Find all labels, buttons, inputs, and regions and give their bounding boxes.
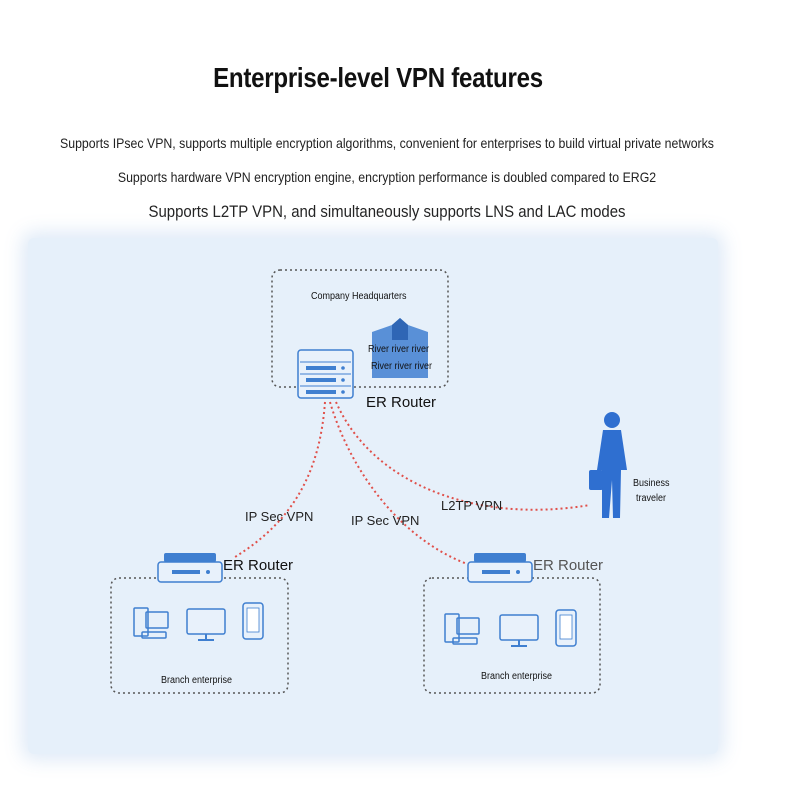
branch-right-monitor-icon: [499, 614, 539, 647]
ipsec-vpn-right-label: IP Sec VPN: [351, 513, 420, 528]
branch-left-phone-icon: [242, 602, 264, 640]
branch-right-router-label: ER Router: [533, 557, 604, 574]
ipsec-vpn-left-label: IP Sec VPN: [245, 509, 314, 524]
branch-right-router-icon: [467, 553, 533, 583]
building-text-1: River river river: [368, 344, 430, 355]
headquarters-zone: [271, 269, 449, 388]
branch-left-pc-icon: [133, 607, 169, 639]
branch-left-label: Branch enterprise: [161, 675, 233, 686]
traveler-label-line2: traveler: [636, 493, 667, 504]
page-title: Enterprise-level VPN features: [213, 62, 543, 93]
l2tp-vpn-link: [335, 401, 591, 511]
headquarters-router-icon: [297, 349, 354, 399]
building-text-2: River river river: [371, 361, 433, 372]
branch-left-monitor-icon: [186, 608, 226, 641]
feature-hardware-engine: Supports hardware VPN encryption engine,…: [117, 169, 657, 185]
ipsec-vpn-link-left: [234, 401, 326, 558]
branch-right-label: Branch enterprise: [481, 671, 553, 682]
l2tp-vpn-label: L2TP VPN: [441, 498, 503, 513]
traveler-label-line1: Business: [633, 478, 670, 489]
branch-left-router-label: ER Router: [223, 557, 294, 574]
ipsec-vpn-link-right: [329, 401, 471, 566]
headquarters-router-label: ER Router: [366, 394, 437, 411]
branch-right-pc-icon: [444, 613, 480, 645]
feature-l2tp: Supports L2TP VPN, and simultaneously su…: [148, 202, 626, 221]
headquarters-building-icon: [372, 318, 428, 378]
business-traveler-icon: [589, 412, 627, 518]
headquarters-label: Company Headquarters: [311, 291, 407, 302]
branch-right-phone-icon: [555, 609, 577, 647]
feature-ipsec: Supports IPsec VPN, supports multiple en…: [60, 135, 714, 151]
branch-left-router-icon: [157, 553, 223, 583]
